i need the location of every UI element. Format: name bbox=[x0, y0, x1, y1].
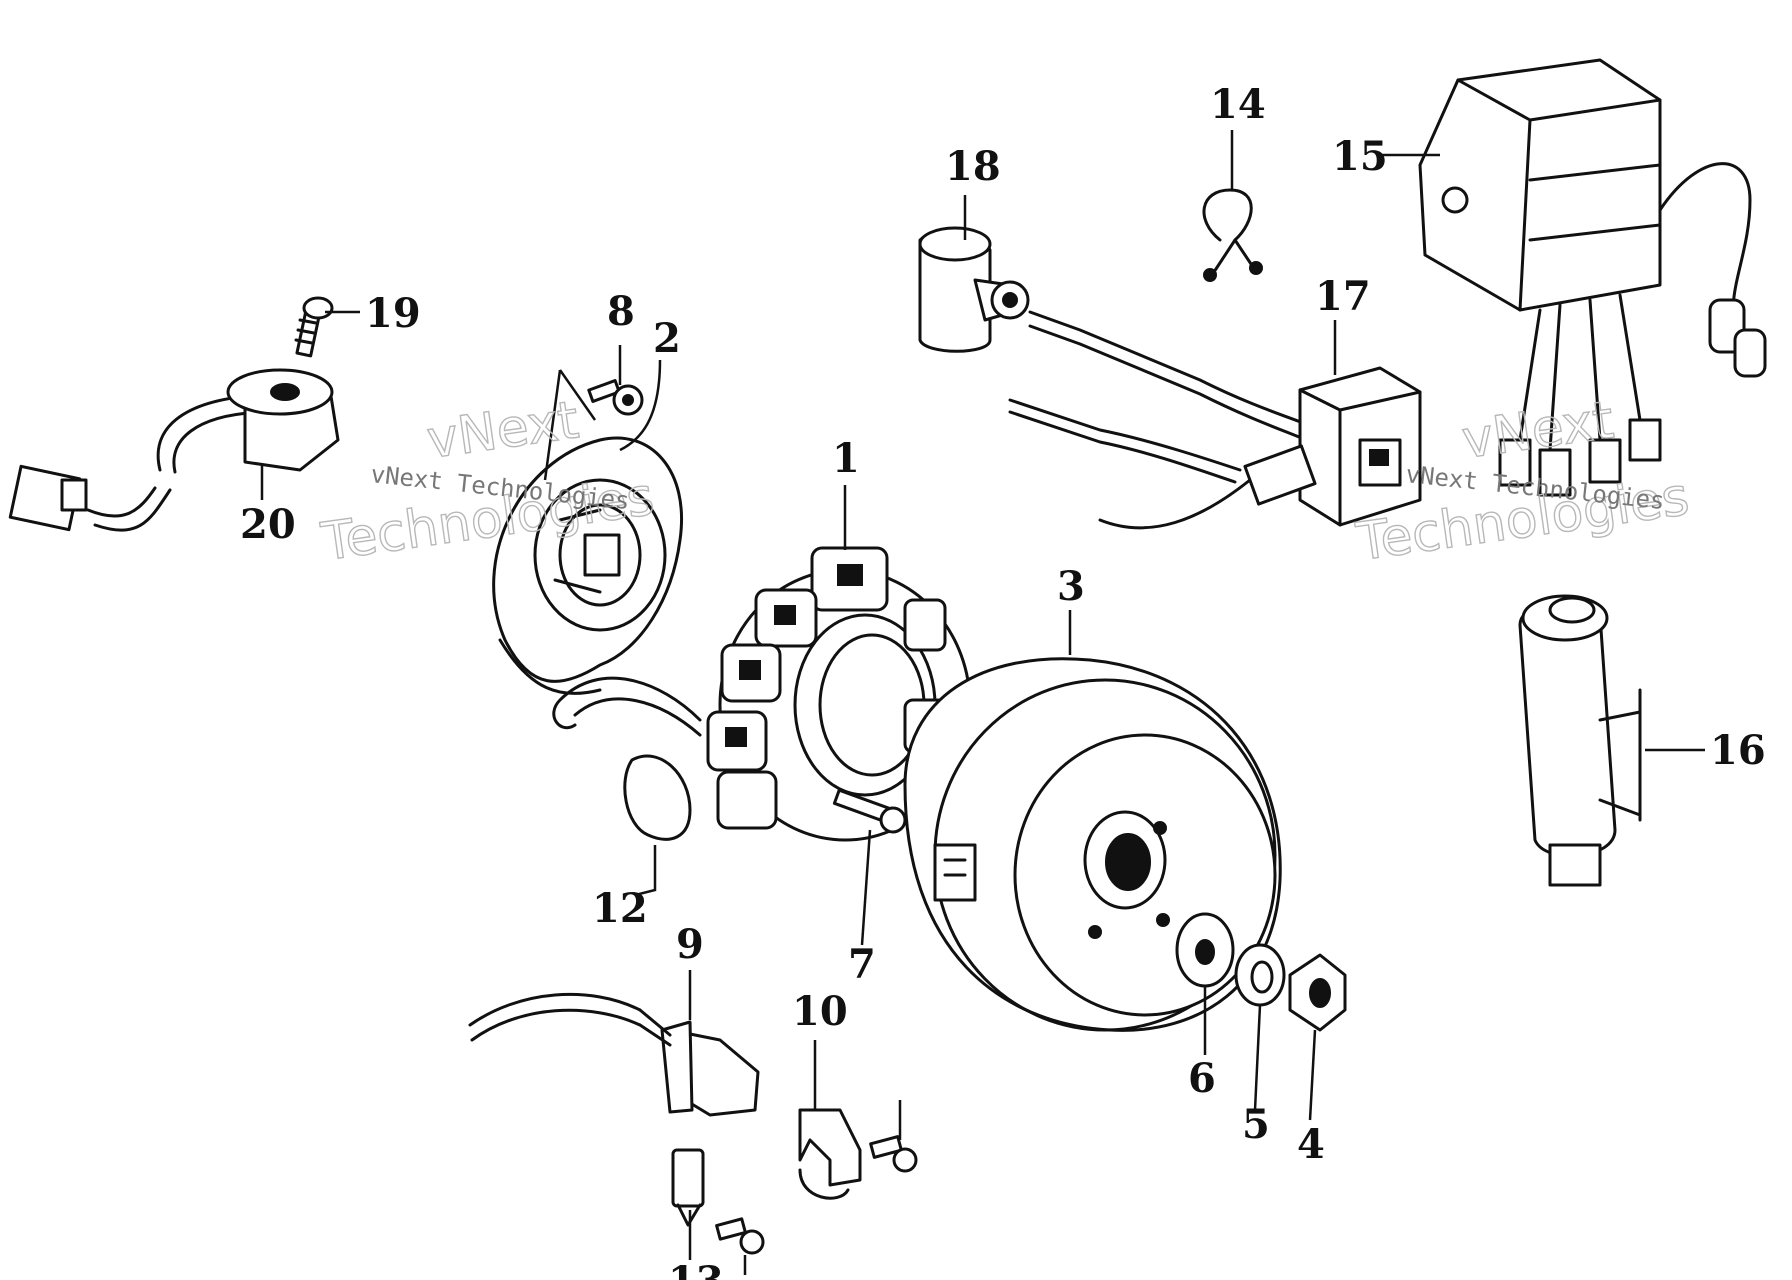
leader-lines bbox=[260, 130, 1705, 1275]
callout-12: 12 bbox=[592, 885, 648, 932]
callout-17: 17 bbox=[1315, 273, 1371, 320]
callout-labels: 1 2 3 4 5 6 7 8 9 10 12 13 14 15 16 17 1… bbox=[240, 81, 1766, 1280]
callout-3: 3 bbox=[1057, 563, 1085, 610]
callout-5: 5 bbox=[1242, 1101, 1270, 1148]
callout-10: 10 bbox=[792, 988, 848, 1035]
part-6-washer bbox=[1175, 912, 1235, 988]
callout-6: 6 bbox=[1188, 1055, 1216, 1102]
screw-near-10 bbox=[869, 1135, 918, 1173]
part-8-screw bbox=[587, 379, 644, 416]
part-16-condenser bbox=[1518, 594, 1642, 887]
callout-8: 8 bbox=[607, 288, 635, 335]
part-10-bracket bbox=[798, 1108, 862, 1200]
part-4-nut bbox=[1288, 953, 1347, 1032]
part-20-pulser-coil bbox=[8, 368, 340, 532]
callout-16: 16 bbox=[1710, 727, 1766, 774]
part-19-screw bbox=[294, 296, 334, 358]
callout-1: 1 bbox=[832, 435, 860, 482]
part-17-ignition-coil bbox=[1008, 366, 1422, 530]
callout-14: 14 bbox=[1210, 81, 1266, 128]
part-18-plug-cap bbox=[918, 226, 1322, 446]
part-5-lock-washer bbox=[1234, 943, 1286, 1007]
callout-9: 9 bbox=[676, 921, 704, 968]
callout-7: 7 bbox=[848, 941, 876, 988]
callout-2: 2 bbox=[653, 315, 681, 362]
screw-near-13 bbox=[715, 1217, 765, 1255]
callout-15: 15 bbox=[1332, 133, 1388, 180]
callout-20: 20 bbox=[240, 501, 296, 548]
callout-18: 18 bbox=[945, 143, 1001, 190]
callout-19: 19 bbox=[365, 290, 421, 337]
part-2-base-plate bbox=[492, 436, 683, 695]
part-7-bolt bbox=[832, 788, 907, 834]
part-13-terminal bbox=[671, 1148, 705, 1227]
part-15-cdi-unit bbox=[1418, 58, 1767, 497]
part-9-pickup bbox=[468, 992, 760, 1117]
part-14-clip bbox=[1202, 188, 1263, 282]
callout-4: 4 bbox=[1297, 1121, 1325, 1168]
callout-13: 13 bbox=[668, 1258, 724, 1280]
part-12-grommet bbox=[623, 754, 692, 841]
